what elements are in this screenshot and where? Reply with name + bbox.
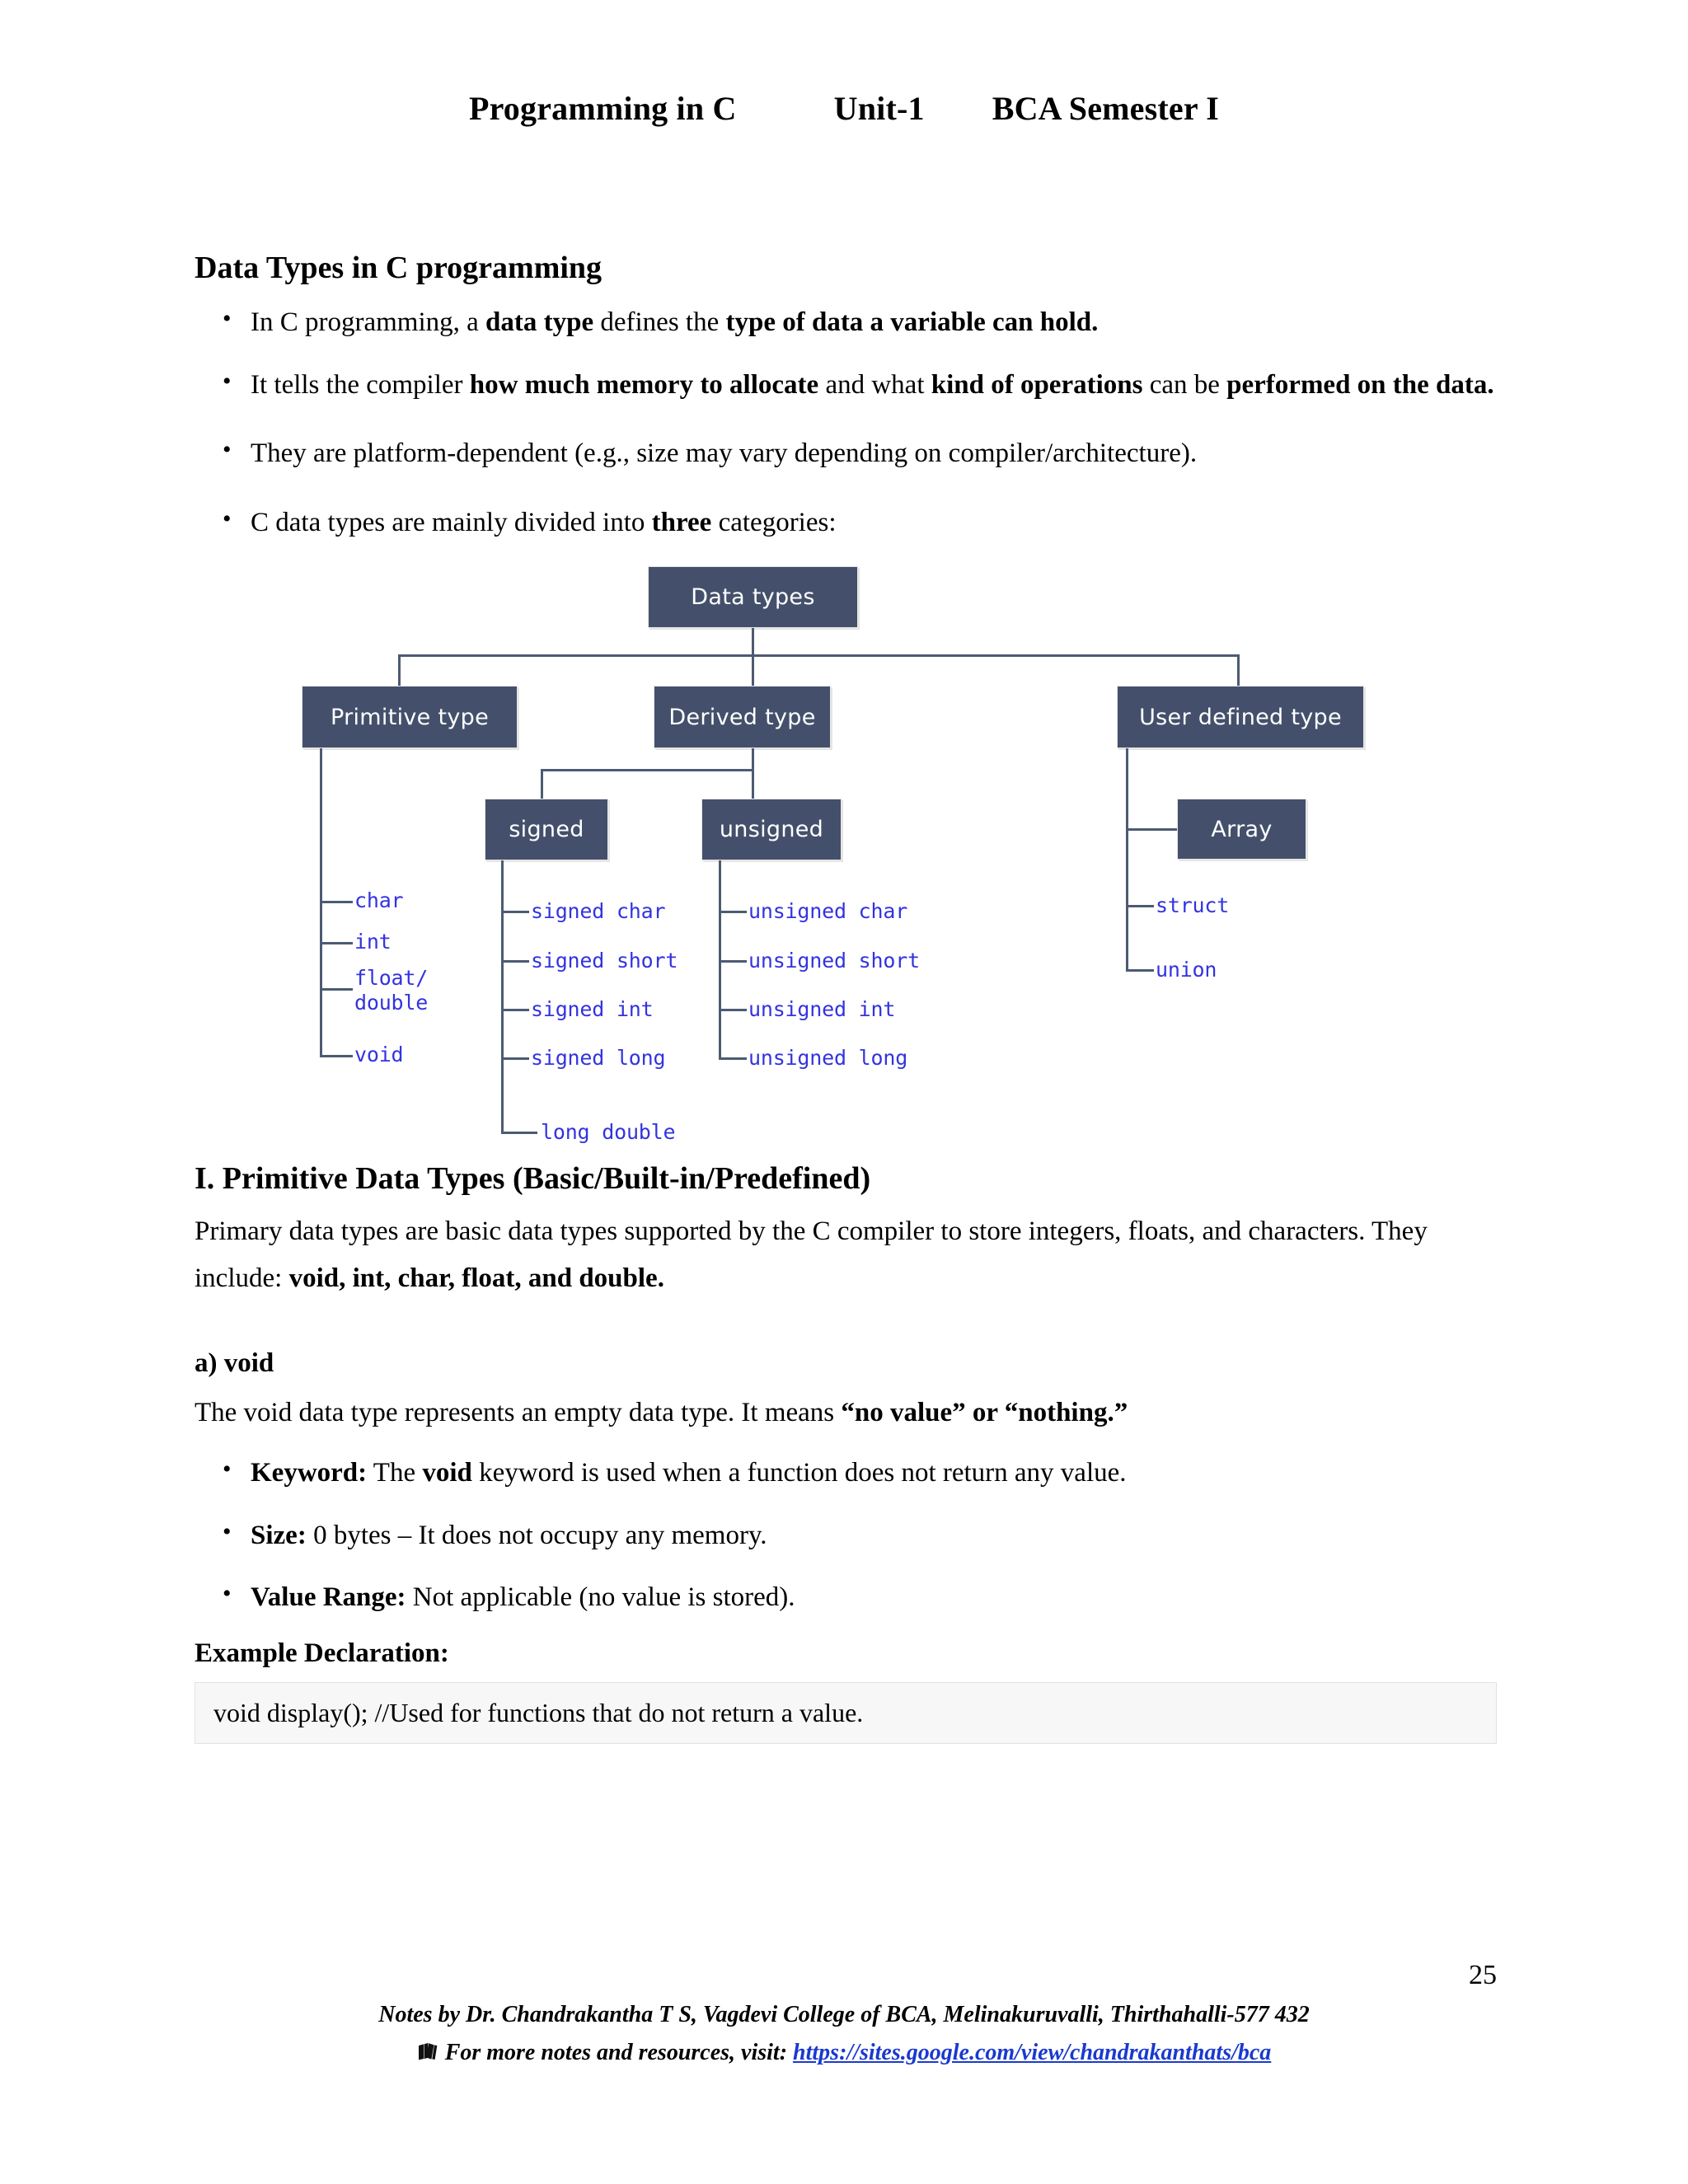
connector-drop-primitive	[398, 654, 401, 687]
connector-leaf-signed-char	[501, 911, 529, 914]
data-types-tree-diagram: Data types Primitive type Derived type U…	[302, 566, 1390, 1145]
diagram-leaf-signed-short: signed short	[531, 949, 678, 973]
bullet-text: C data types are mainly divided into thr…	[251, 507, 837, 537]
connector-drop-unsigned	[752, 769, 754, 799]
connector-root-stem	[752, 628, 754, 655]
bullet-text: Value Range: Not applicable (no value is…	[251, 1582, 795, 1613]
connector-leaf-long-double	[501, 1132, 537, 1135]
diagram-leaf-signed-int: signed int	[531, 997, 654, 1022]
bullet-text: They are platform-dependent (e.g., size …	[251, 438, 1198, 469]
bullet-text: Keyword: The void keyword is used when a…	[251, 1458, 1127, 1488]
connector-drop-userdefined	[1237, 654, 1240, 687]
diagram-node-array: Array	[1177, 799, 1306, 860]
books-icon	[417, 2037, 438, 2072]
footer-link[interactable]: https://sites.google.com/view/chandrakan…	[793, 2040, 1272, 2065]
diagram-leaf-signed-char: signed char	[531, 899, 666, 924]
header-unit: Unit-1	[833, 90, 925, 127]
connector-leaf-signed-long	[501, 1057, 529, 1061]
diagram-leaf-long-double: long double	[541, 1120, 676, 1145]
example-declaration-label: Example Declaration:	[195, 1638, 449, 1668]
diagram-leaf-void: void	[354, 1043, 404, 1067]
diagram-node-unsigned: unsigned	[701, 799, 842, 861]
diagram-leaf-unsigned-char: unsigned char	[748, 899, 908, 924]
subsection-paragraph-void: The void data type represents an empty d…	[195, 1398, 1128, 1428]
bullet-text: Size: 0 bytes – It does not occupy any m…	[251, 1520, 767, 1550]
diagram-leaf-signed-long: signed long	[531, 1046, 666, 1071]
section-heading-primitive-data-types: I. Primitive Data Types (Basic/Built-in/…	[195, 1161, 871, 1197]
connector-leaf-struct	[1126, 905, 1154, 908]
list-item: Size: 0 bytes – It does not occupy any m…	[195, 1512, 1497, 1558]
connector-leaf-unsigned-short	[719, 960, 747, 963]
diagram-node-label: signed	[509, 817, 584, 843]
list-item: It tells the compiler how much memory to…	[195, 362, 1497, 407]
connector-to-array	[1126, 828, 1177, 832]
footer-notes-line: Notes by Dr. Chandrakantha T S, Vagdevi …	[378, 2002, 1310, 2027]
connector-leaf-unsigned-long	[719, 1057, 747, 1061]
list-item: Keyword: The void keyword is used when a…	[195, 1450, 1497, 1495]
connector-level1-bus	[398, 654, 1237, 658]
header-semester: BCA Semester I	[992, 90, 1220, 127]
list-item: In C programming, a data type defines th…	[195, 299, 1497, 344]
void-bullet-list: Keyword: The void keyword is used when a…	[195, 1450, 1497, 1619]
diagram-node-derived-type: Derived type	[654, 686, 831, 749]
list-item: C data types are mainly divided into thr…	[195, 499, 1497, 545]
connector-leaf-union	[1126, 969, 1154, 972]
page-content: Data Types in C programming In C program…	[195, 247, 1497, 1745]
diagram-leaf-unsigned-int: unsigned int	[748, 997, 896, 1022]
diagram-leaf-struct: struct	[1156, 893, 1230, 918]
diagram-node-label: Array	[1211, 816, 1273, 842]
subsection-heading-void: a) void	[195, 1347, 274, 1378]
diagram-node-label: unsigned	[719, 817, 824, 843]
diagram-leaf-int: int	[354, 930, 392, 954]
connector-leaf-signed-int	[501, 1009, 529, 1012]
diagram-leaf-union: union	[1156, 958, 1217, 982]
diagram-node-label: Derived type	[668, 704, 816, 730]
footer-visit-text: For more notes and resources, visit:	[444, 2040, 788, 2065]
footer-visit-line: For more notes and resources, visit: htt…	[0, 2036, 1688, 2072]
connector-derived-stem	[752, 748, 754, 770]
diagram-leaf-char: char	[354, 888, 404, 913]
diagram-node-label: Primitive type	[331, 704, 489, 730]
diagram-leaf-float: float/	[354, 966, 429, 991]
page-title: Data Types in C programming	[195, 251, 603, 285]
example-code-block: void display(); //Used for functions tha…	[195, 1681, 1497, 1745]
connector-leaf-void	[320, 1055, 353, 1058]
diagram-node-label: Data types	[691, 584, 815, 611]
diagram-leaf-double: double	[354, 991, 429, 1015]
connector-leaf-floatdouble	[320, 988, 353, 991]
list-item: They are platform-dependent (e.g., size …	[195, 430, 1497, 476]
connector-userdefined-spine	[1126, 748, 1128, 972]
diagram-node-label: User defined type	[1139, 704, 1342, 730]
list-item: Value Range: Not applicable (no value is…	[195, 1574, 1497, 1619]
diagram-node-signed: signed	[485, 799, 608, 861]
diagram-node-user-defined-type: User defined type	[1117, 686, 1364, 749]
connector-drop-signed	[541, 769, 543, 799]
connector-leaf-unsigned-int	[719, 1009, 747, 1012]
page-header: Programming in C Unit-1 BCA Semester I	[0, 89, 1688, 128]
connector-leaf-int	[320, 942, 353, 945]
bullet-text: It tells the compiler how much memory to…	[251, 369, 1494, 400]
example-code-text: void display(); //Used for functions tha…	[213, 1697, 864, 1727]
connector-drop-derived	[752, 654, 754, 687]
spacer	[195, 1302, 1497, 1345]
diagram-node-root: Data types	[648, 566, 858, 629]
section-paragraph-primitive: Primary data types are basic data types …	[195, 1216, 1428, 1294]
page-number: 25	[1469, 1960, 1497, 1990]
header-course: Programming in C	[468, 90, 737, 127]
connector-unsigned-spine	[719, 860, 721, 1059]
page-footer: Notes by Dr. Chandrakantha T S, Vagdevi …	[0, 1998, 1688, 2072]
bullet-text: In C programming, a data type defines th…	[251, 307, 1099, 338]
diagram-leaf-unsigned-short: unsigned short	[748, 949, 920, 973]
connector-leaf-signed-short	[501, 960, 529, 963]
diagram-node-primitive-type: Primitive type	[302, 686, 518, 749]
connector-leaf-unsigned-char	[719, 911, 747, 914]
diagram-leaf-unsigned-long: unsigned long	[748, 1046, 908, 1071]
connector-leaf-char	[320, 901, 353, 904]
connector-signed-spine	[501, 860, 504, 1133]
connector-level2-bus	[541, 769, 754, 772]
intro-bullet-list: In C programming, a data type defines th…	[195, 299, 1497, 545]
